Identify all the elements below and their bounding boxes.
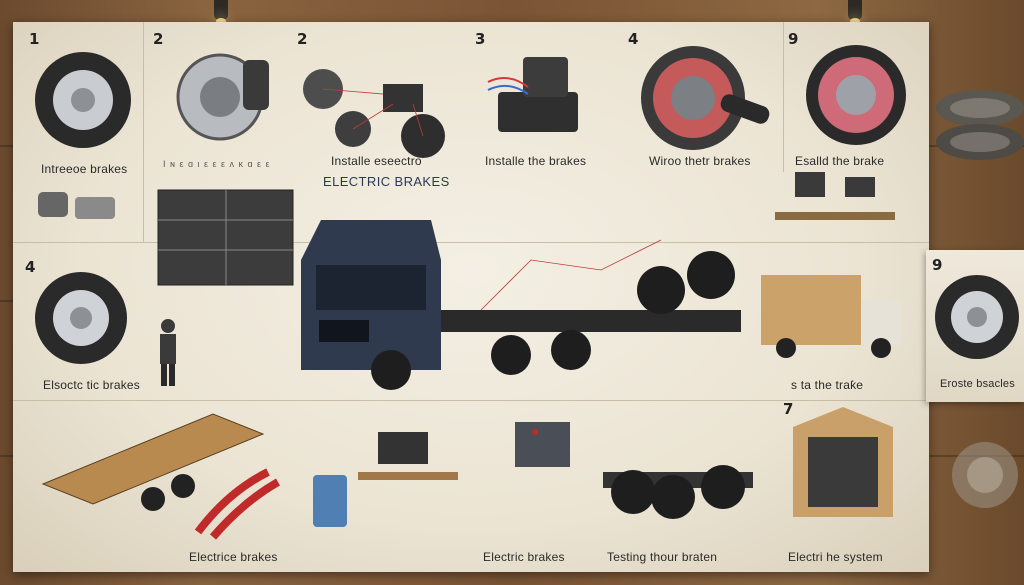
ceiling-lamp xyxy=(848,0,862,24)
wiring-brake-drum-icon xyxy=(641,46,770,150)
brake-controller-icon xyxy=(487,57,578,132)
step-caption: Intreeoe brakes xyxy=(41,162,128,176)
pliers-icon xyxy=(194,468,280,540)
center-title: ELECTRIC BRAKES xyxy=(323,174,450,189)
laptop-desk-icon xyxy=(358,432,458,480)
step-number: 2 xyxy=(153,30,164,48)
parts-shelf-icon xyxy=(157,189,294,286)
step-number: 4 xyxy=(25,258,36,276)
bottom-caption: Electric brakes xyxy=(483,550,565,564)
step-caption: Installe the brakes xyxy=(485,154,587,168)
divider xyxy=(143,22,144,242)
step-number: 2 xyxy=(297,30,308,48)
step-caption: Eroste bsacles xyxy=(940,378,1015,390)
gear-decoration xyxy=(952,442,1018,508)
step-number: 3 xyxy=(475,30,486,48)
step-number: 7 xyxy=(783,400,794,418)
bottom-caption: Electri he system xyxy=(788,550,883,564)
delivery-van-icon xyxy=(761,275,901,358)
instruction-poster: 1 Intreeoe brakes 2 I ɴ ε ɑ ι ε ε ε ʌ ᴋ … xyxy=(13,22,929,572)
caliper-parts-icon xyxy=(38,192,115,219)
wheel-icon xyxy=(35,272,127,364)
step-number: 9 xyxy=(788,30,799,48)
step-number: 4 xyxy=(628,30,639,48)
van-caption: s ta the traƙe xyxy=(791,378,864,392)
parts-cabinet-icon xyxy=(793,407,893,517)
divider xyxy=(13,400,929,401)
step-caption: Installe eseectro xyxy=(331,154,422,168)
workbench-icon xyxy=(775,172,895,220)
ceiling-lamp xyxy=(214,0,228,24)
step-caption: Elsoctc tic brakes xyxy=(43,378,140,392)
bottom-caption: Testing thour braten xyxy=(607,550,718,564)
brake-assembly-icon xyxy=(806,45,906,145)
barrel-icon xyxy=(313,475,347,527)
step-caption: Wiroo thetr brakes xyxy=(649,154,751,168)
axle-assembly-icon xyxy=(603,465,753,519)
electric-brake-components-icon xyxy=(303,69,445,158)
divider xyxy=(783,22,784,172)
step-number: 1 xyxy=(29,30,40,48)
step-number: 9 xyxy=(932,256,943,274)
stacked-tires-decoration xyxy=(936,90,1024,160)
panel-step-8: 9 Eroste bsacles xyxy=(926,250,1024,402)
control-box-icon xyxy=(515,422,570,467)
bottom-caption: Electrice brakes xyxy=(189,550,278,564)
trailer-frame-icon xyxy=(41,413,265,511)
worker-figure xyxy=(160,319,176,386)
wheel-icon xyxy=(35,52,131,148)
brake-disc-icon xyxy=(176,53,269,141)
wheel-icon xyxy=(935,275,1019,359)
divider xyxy=(13,242,929,243)
step-caption: Esalld the brake xyxy=(795,154,885,168)
truck-chassis-illustration xyxy=(301,220,741,390)
step-caption: I ɴ ε ɑ ι ε ε ε ʌ ᴋ ɑ ε ε xyxy=(163,159,271,169)
